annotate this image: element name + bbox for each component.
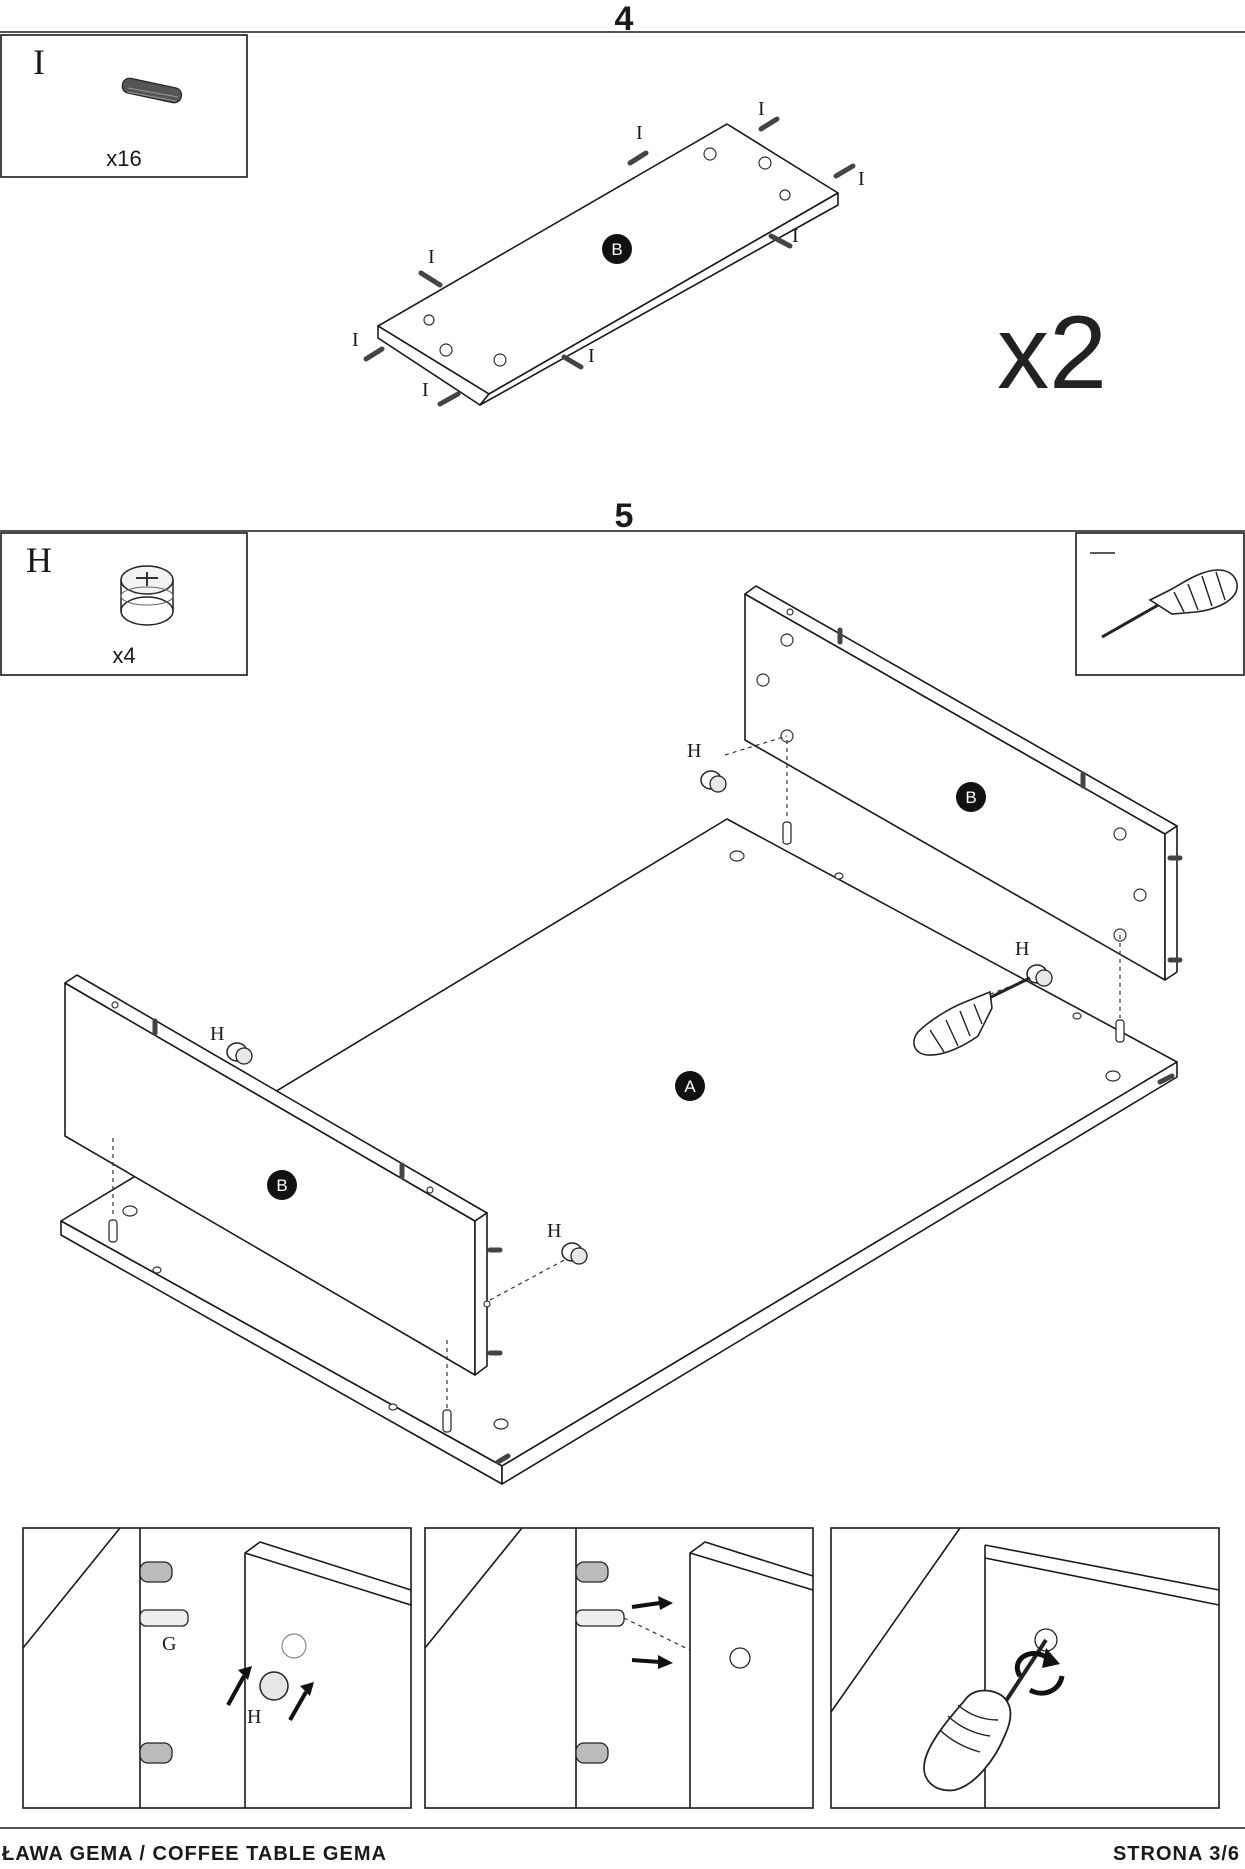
part-letter: I bbox=[33, 42, 45, 82]
svg-text:B: B bbox=[276, 1176, 287, 1195]
detail-panel-2 bbox=[424, 1527, 814, 1809]
svg-text:H: H bbox=[687, 740, 701, 762]
cam-lock-icon bbox=[120, 565, 174, 626]
part-quantity: x16 bbox=[106, 146, 141, 171]
detail-panel-3 bbox=[830, 1527, 1220, 1809]
screwdriver-icon bbox=[923, 1689, 1012, 1792]
cam-lock-labels: H H H H bbox=[210, 740, 1029, 1242]
step-4-dowel-labels: I I I I I I I I bbox=[352, 98, 865, 401]
cam-locks bbox=[226, 770, 1053, 1265]
base-panel-a: A bbox=[60, 818, 1178, 1485]
left-panel-b: B bbox=[64, 974, 503, 1376]
svg-text:I: I bbox=[352, 329, 359, 351]
step-4-part-box: I x16 bbox=[0, 34, 248, 178]
panel-badge: A bbox=[675, 1071, 705, 1101]
svg-text:H: H bbox=[247, 1706, 261, 1728]
cam-lock-icon bbox=[700, 770, 727, 793]
svg-text:H: H bbox=[1015, 938, 1029, 960]
svg-text:I: I bbox=[758, 98, 765, 120]
screwdriver-icon bbox=[913, 976, 1031, 1056]
svg-text:A: A bbox=[684, 1077, 696, 1096]
step-4-number: 4 bbox=[615, 0, 634, 38]
step-5-number: 5 bbox=[615, 497, 634, 535]
step-4-multiplier: x2 bbox=[997, 295, 1107, 411]
base-holes bbox=[122, 850, 1121, 1430]
screwdriver-icon bbox=[1101, 569, 1238, 639]
detail-panel-1: G H bbox=[22, 1527, 412, 1809]
svg-text:I: I bbox=[588, 345, 595, 367]
cam-lock-icon bbox=[226, 1042, 253, 1065]
svg-text:I: I bbox=[792, 225, 799, 247]
footer-page-number: STRONA 3/6 bbox=[1113, 1843, 1240, 1865]
footer-title: ŁAWA GEMA / COFFEE TABLE GEMA bbox=[2, 1843, 387, 1865]
svg-text:I: I bbox=[428, 246, 435, 268]
svg-text:I: I bbox=[636, 122, 643, 144]
svg-text:I: I bbox=[422, 379, 429, 401]
step-4-dowels bbox=[363, 116, 856, 407]
rotate-arrow-icon bbox=[1014, 1648, 1065, 1696]
panel-badge: B bbox=[602, 234, 632, 264]
svg-text:G: G bbox=[162, 1633, 176, 1655]
cam-lock-icon bbox=[561, 1242, 588, 1265]
svg-text:I: I bbox=[858, 168, 865, 190]
svg-text:H: H bbox=[547, 1220, 561, 1242]
svg-text:H: H bbox=[210, 1023, 224, 1045]
step-5-part-box: H x4 bbox=[0, 532, 248, 676]
cam-lock-icon bbox=[1026, 964, 1053, 987]
dowel-icon bbox=[121, 77, 183, 104]
step-4-panel-b: B bbox=[377, 123, 839, 406]
part-letter: H bbox=[26, 540, 52, 580]
svg-text:B: B bbox=[965, 788, 976, 807]
panel-badge: B bbox=[956, 782, 986, 812]
step-5-tool-box bbox=[1075, 532, 1245, 676]
panel-holes bbox=[423, 147, 791, 367]
part-quantity: x4 bbox=[112, 643, 135, 668]
panel-badge: B bbox=[267, 1170, 297, 1200]
svg-text:B: B bbox=[611, 240, 622, 259]
